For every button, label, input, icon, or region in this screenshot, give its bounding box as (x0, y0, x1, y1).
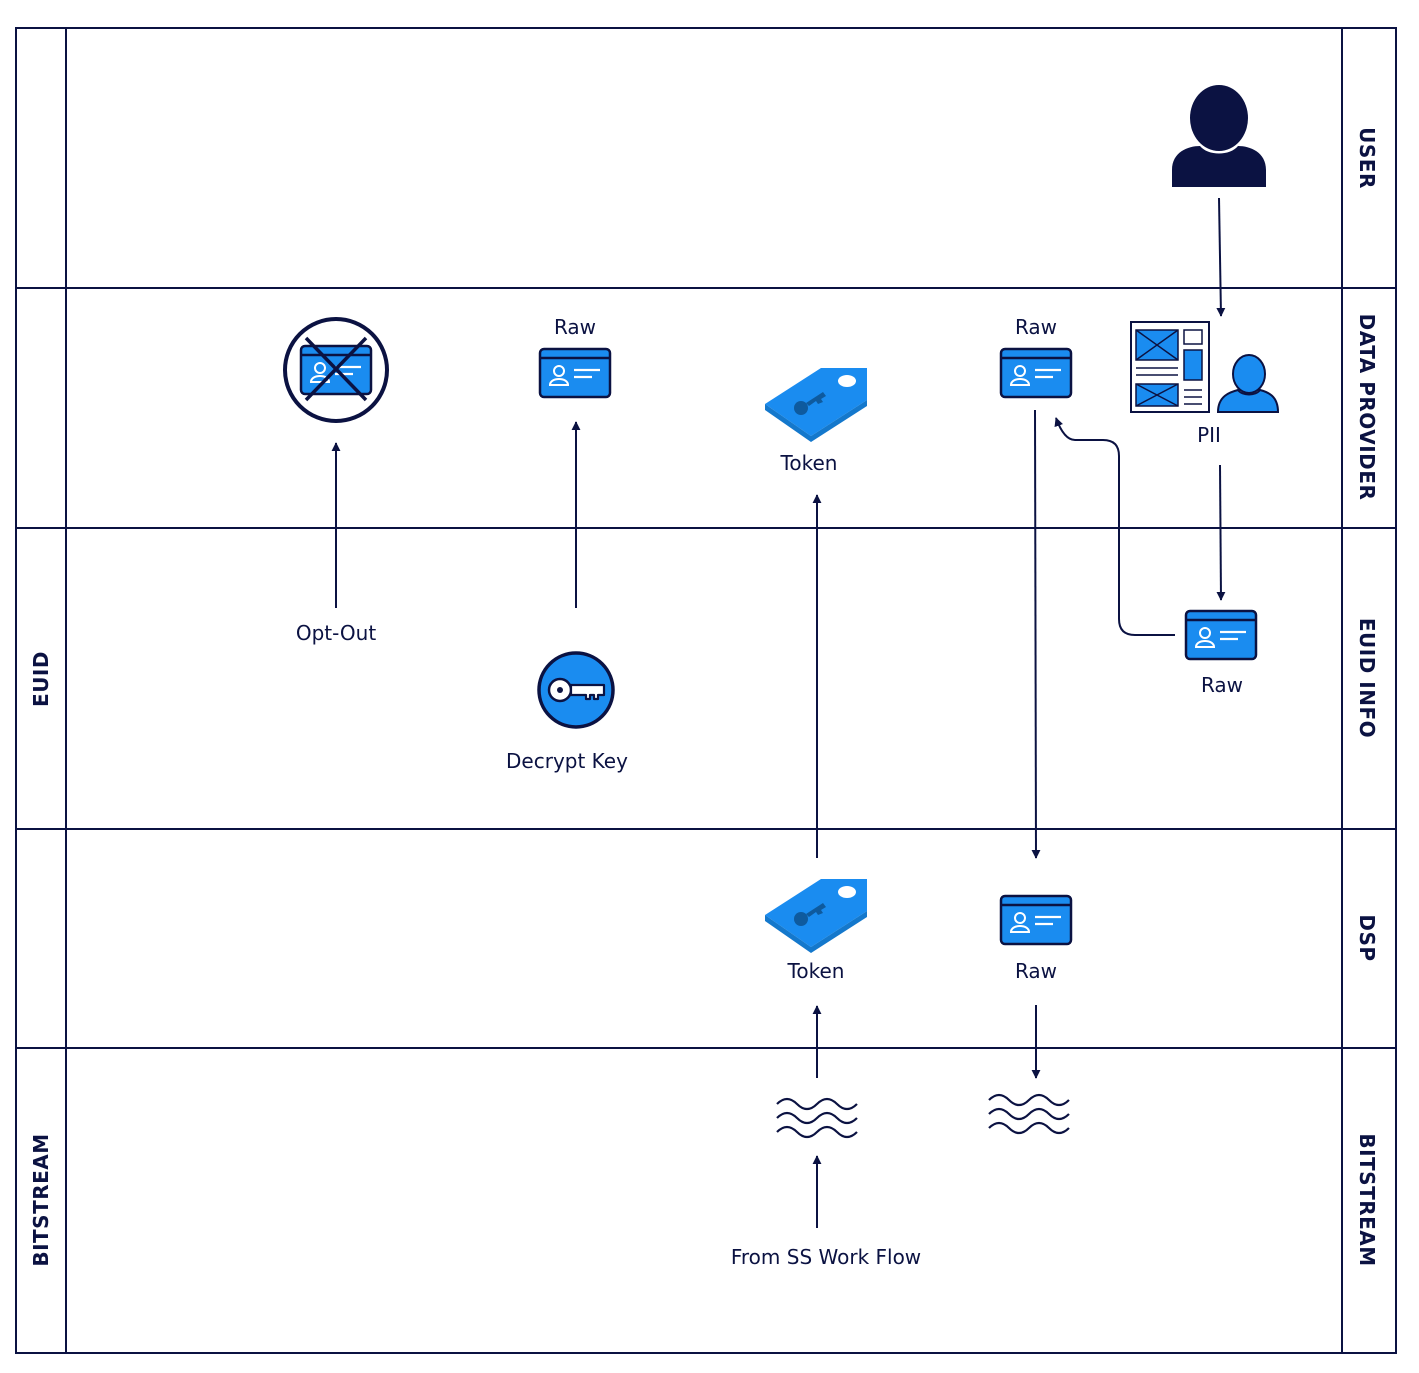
pii-label: PII (1197, 423, 1221, 447)
person-icon (1216, 354, 1280, 413)
lane-label-data-provider: DATA PROVIDER (1355, 314, 1379, 501)
lane-label-bitstream-right: BITSTREAM (1355, 1133, 1379, 1266)
lane-label-euid: EUID (29, 651, 53, 707)
user-icon (1172, 85, 1266, 187)
decrypt-key-label: Decrypt Key (506, 749, 628, 773)
flow-arrows (331, 197, 1226, 1228)
arrow-pii-to-raw-euid (1216, 464, 1226, 601)
wave-icon (987, 1093, 1071, 1135)
raw-label-dp-right: Raw (1015, 315, 1057, 339)
id-card-icon (999, 894, 1073, 946)
raw-label-dp-left: Raw (554, 315, 596, 339)
lane-label-euid-info: EUID INFO (1355, 618, 1379, 738)
lane-label-bitstream-left: BITSTREAM (29, 1133, 53, 1266)
lane-label-dsp: DSP (1355, 914, 1379, 961)
arrow-user-to-pii (1216, 197, 1226, 317)
lane-label-user: USER (1355, 127, 1379, 189)
from-ss-label: From SS Work Flow (731, 1245, 921, 1269)
id-card-icon (538, 347, 612, 399)
token-tag-icon (765, 879, 867, 953)
arrow-raw-dp-to-raw-dsp (1031, 409, 1041, 859)
token-label-dsp: Token (787, 959, 845, 983)
raw-label-euid: Raw (1201, 673, 1243, 697)
id-card-icon (999, 347, 1073, 399)
token-tag-icon (765, 368, 867, 442)
swimlane-grid (15, 27, 1397, 1354)
arrow-raw-euid-to-raw-dp (1054, 417, 1175, 636)
opt-out-label: Opt-Out (296, 621, 376, 645)
raw-label-dsp: Raw (1015, 959, 1057, 983)
token-label-dp: Token (780, 451, 838, 475)
wave-icon (775, 1097, 859, 1139)
id-card-icon (1184, 609, 1258, 661)
key-icon (537, 651, 615, 729)
opt-out-card-icon (283, 317, 389, 423)
pii-document-icon (1130, 321, 1210, 413)
